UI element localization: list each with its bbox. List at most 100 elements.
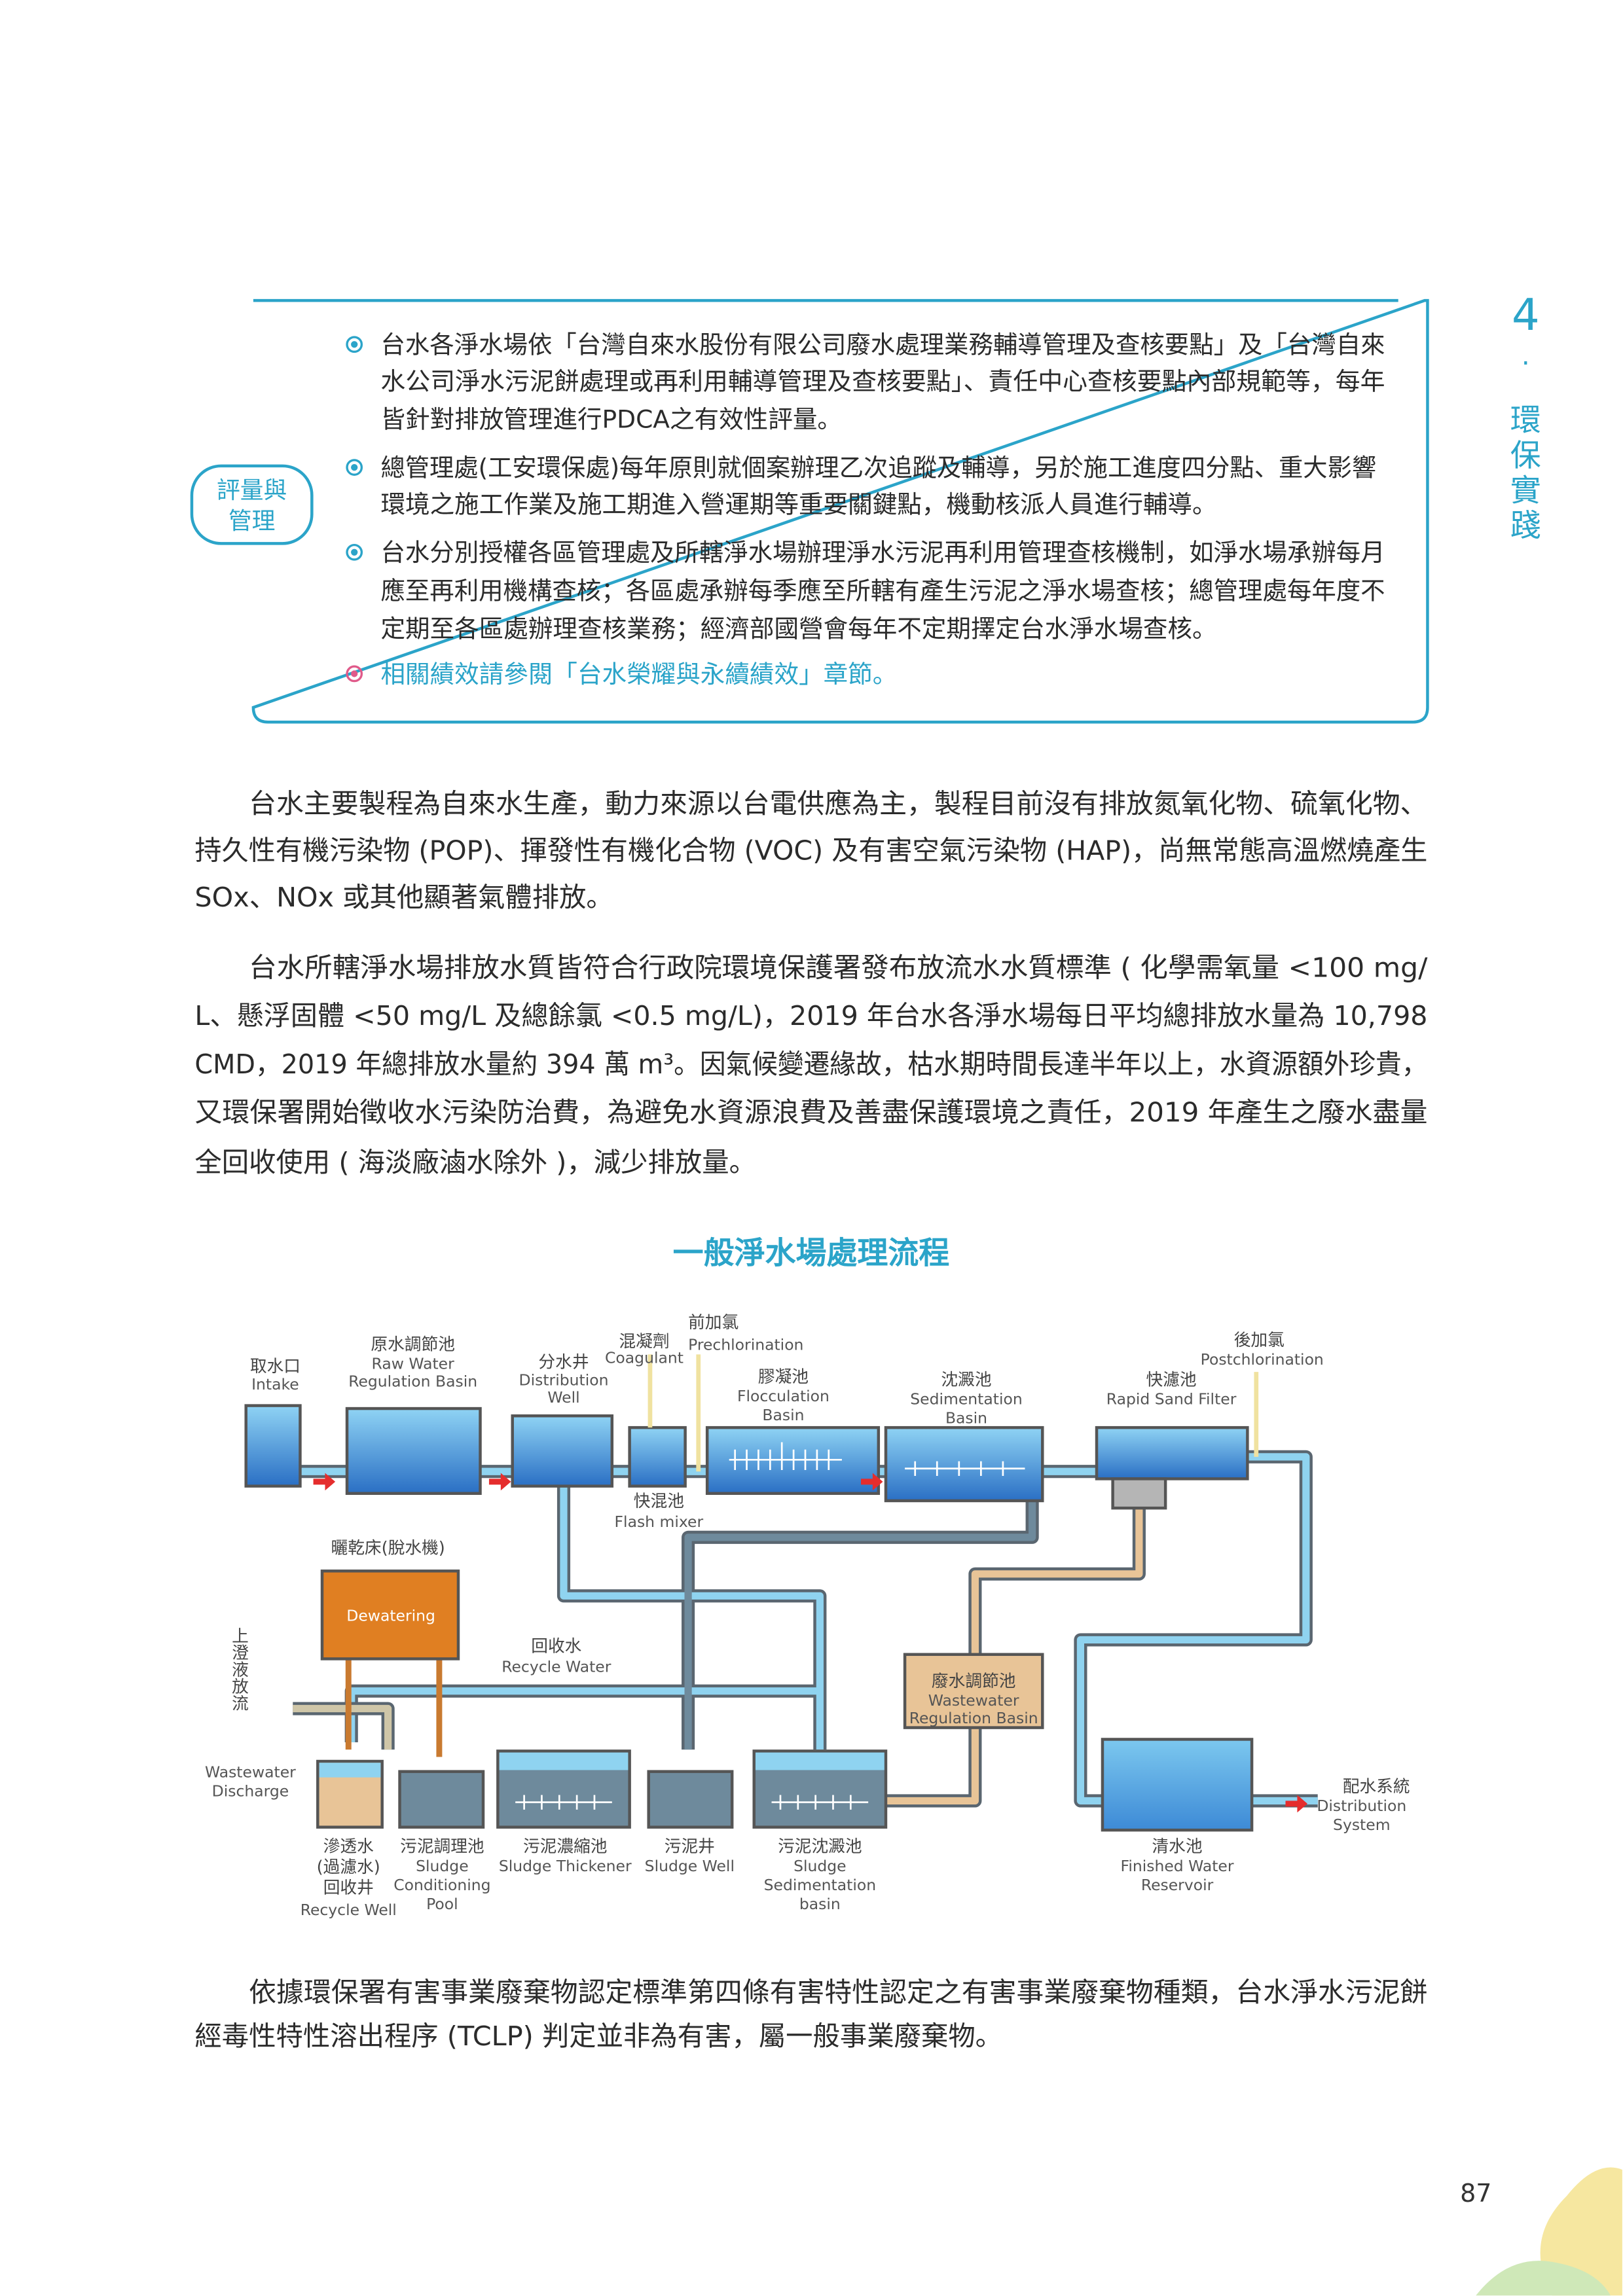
bullet-text: 皆針對排放管理進行PDCA之有效性評量。 <box>380 405 842 434</box>
side-chapter: 4 · 環 保 實 踐 <box>1510 289 1541 544</box>
label-sludge-conditioning-en: Conditioning <box>393 1876 490 1894</box>
chapter-title-char: 實 <box>1510 473 1541 509</box>
label-distribution-well: 分水井 <box>538 1352 589 1372</box>
box-label: 評量與 <box>217 477 287 504</box>
label-postchlorination-en: Postchlorination <box>1201 1350 1324 1369</box>
bullet-icon <box>346 543 363 561</box>
label-wastewater-regulation-en: Regulation Basin <box>909 1709 1038 1727</box>
label-finished-water-en: Reservoir <box>1141 1876 1214 1894</box>
sludge-conditioning-tank <box>398 1770 485 1829</box>
label-coagulant-en: Coagulant <box>605 1349 684 1367</box>
rapid-sand-filter <box>1095 1426 1249 1480</box>
label-sludge-sedimentation-en: Sludge <box>793 1857 847 1875</box>
label-wastewater-regulation: 廢水調節池 <box>932 1672 1016 1691</box>
label-wastewater-regulation-en: Wastewater <box>928 1691 1019 1710</box>
label-recycle-water-en: Recycle Water <box>501 1658 611 1676</box>
label-recycle-well: (過濾水) <box>317 1857 380 1877</box>
label-distribution-system-en: System <box>1333 1816 1391 1834</box>
label-distribution-well-en: Distribution <box>519 1371 609 1389</box>
label-flash-mixer: 快混池 <box>634 1492 684 1511</box>
bullet-text: 台水各淨水場依「台灣自來水股份有限公司廢水處理業務輔導管理及查核要點」及「台灣自… <box>380 331 1385 359</box>
label-intake: 取水口 <box>250 1357 301 1376</box>
label-distribution-system: 配水系統 <box>1343 1777 1410 1797</box>
paragraph-line: 依據環保署有害事業廢棄物認定標準第四條有害特性認定之有害事業廢棄物種類，台水淨水… <box>249 1977 1427 2008</box>
paragraph-line: 台水主要製程為自來水生產，動力來源以台電供應為主，製程目前沒有排放氮氧化物、硫氧… <box>249 788 1427 819</box>
chapter-dot: · <box>1522 349 1530 379</box>
bullet-text: 環境之施工作業及施工期進入營運期等重要關鍵點，機動核派人員進行輔導。 <box>380 490 1216 518</box>
related-link[interactable]: 相關績效請參閱「台水榮耀與永續績效」章節。 <box>380 660 897 689</box>
box-label-pill <box>190 464 314 545</box>
label-prechlorination-en: Prechlorination <box>688 1336 803 1354</box>
box-label: 管理 <box>228 508 276 535</box>
label-recycle-well-en: Recycle Well <box>301 1901 397 1919</box>
label-raw-water-en: Regulation Basin <box>348 1372 477 1391</box>
bullet-text: 總管理處(工安環保處)每年原則就個案辦理乙次追蹤及輔導，另於施工進度四分點、重大… <box>380 454 1376 482</box>
bullet-icon <box>346 336 363 353</box>
label-finished-water: 清水池 <box>1152 1837 1202 1857</box>
label-wastewater-discharge: 上澄液放流 <box>229 1626 249 1711</box>
paragraph-line: 台水所轄淨水場排放水質皆符合行政院環境保護署發布放流水水質標準 ( 化學需氧量 … <box>249 952 1427 983</box>
bullet-text: 應至再利用機構查核；各區處承辦每季應至所轄有產生污泥之淨水場查核；總管理處每年度… <box>380 576 1385 605</box>
dewatering-unit <box>320 1570 460 1660</box>
intake-tank <box>244 1404 302 1488</box>
diffuser-icon <box>515 1442 1025 1810</box>
label-drying-bed: 曬乾床(脫水機) <box>331 1538 445 1558</box>
label-sludge-well-en: Sludge Well <box>645 1857 735 1875</box>
paragraph-line: 又環保署開始徵收水污染防治費，為避免水資源浪費及善盡保護環境之責任，2019 年… <box>194 1097 1427 1128</box>
diagram-labels: 取水口 Intake 原水調節池 Raw Water Regulation Ba… <box>205 1313 1410 1919</box>
label-flocculation-en: Flocculation <box>737 1387 830 1405</box>
label-sludge-conditioning-en: Sludge <box>416 1857 469 1875</box>
label-sludge-sedimentation-en: Sedimentation <box>764 1876 876 1894</box>
label-sludge-thickener-en: Sludge Thickener <box>499 1857 632 1875</box>
paragraph-1: 台水主要製程為自來水生產，動力來源以台電供應為主，製程目前沒有排放氮氧化物、硫氧… <box>194 788 1427 913</box>
paragraph-2: 台水所轄淨水場排放水質皆符合行政院環境保護署發布放流水水質標準 ( 化學需氧量 … <box>194 952 1427 1177</box>
label-raw-water: 原水調節池 <box>371 1335 455 1355</box>
paragraph-3: 依據環保署有害事業廢棄物認定標準第四條有害特性認定之有害事業廢棄物種類，台水淨水… <box>194 1977 1427 2052</box>
paragraph-line: L、懸浮固體 <50 mg/L 及總餘氯 <0.5 mg/L)，2019 年台水… <box>194 1000 1427 1031</box>
label-sludge-conditioning: 污泥調理池 <box>400 1837 484 1857</box>
bullet-icon <box>346 459 363 476</box>
distribution-well-tank <box>511 1414 614 1488</box>
bullet-text: 定期至各區處辦理查核業務；經濟部國營會每年不定期擇定台水淨水場查核。 <box>380 615 1216 643</box>
sludge-well-tank <box>647 1770 734 1829</box>
label-rapid-sand-filter: 快濾池 <box>1146 1370 1197 1390</box>
sedimentation-basin <box>884 1426 1044 1503</box>
paragraph-line: 經毒性特性溶出程序 (TCLP) 判定並非為有害，屬一般事業廢棄物。 <box>194 2020 1002 2052</box>
label-postchlorination: 後加氯 <box>1234 1331 1285 1350</box>
bullet-text: 台水分別授權各區管理處及所轄淨水場辦理淨水污泥再利用管理查核機制，如淨水場承辦每… <box>380 538 1385 567</box>
label-dewatering: Dewatering <box>346 1606 435 1624</box>
evaluation-box: 評量與 管理 台水各淨水場依「台灣自來水股份有限公司廢水處理業務輔導管理及查核要… <box>190 298 1429 724</box>
label-wastewater-discharge-en: Discharge <box>212 1782 289 1801</box>
label-recycle-well: 滲透水 <box>323 1837 374 1857</box>
label-sludge-thickener: 污泥濃縮池 <box>523 1837 608 1857</box>
label-wastewater-discharge-en: Wastewater <box>205 1763 296 1782</box>
flash-mixer-tank <box>628 1426 687 1488</box>
chapter-title-char: 環 <box>1510 403 1541 439</box>
diagram-title: 一般淨水場處理流程 <box>673 1236 950 1272</box>
bullet-icon <box>346 665 363 683</box>
label-sludge-conditioning-en: Pool <box>426 1895 458 1913</box>
label-sedimentation-en: Sedimentation <box>910 1390 1022 1408</box>
finished-water-reservoir <box>1101 1738 1254 1832</box>
paragraph-line: 全回收使用 ( 海淡廠滷水除外 )，減少排放量。 <box>194 1147 756 1178</box>
label-sedimentation: 沈澱池 <box>941 1370 991 1390</box>
bullet-text: 水公司淨水污泥餅處理或再利用輔導管理及查核要點」、責任中心查核要點內部規範等，每… <box>380 367 1385 396</box>
label-flash-mixer-en: Flash mixer <box>615 1513 704 1531</box>
label-flocculation-en: Basin <box>762 1406 804 1424</box>
label-raw-water-en: Raw Water <box>372 1355 455 1373</box>
raw-water-basin <box>345 1407 482 1496</box>
chapter-title-char: 踐 <box>1510 508 1541 544</box>
label-distribution-system-en: Distribution <box>1317 1797 1406 1815</box>
flow-diagram: 取水口 Intake 原水調節池 Raw Water Regulation Ba… <box>205 1313 1410 1919</box>
label-recycle-well: 回收井 <box>323 1878 374 1897</box>
label-coagulant: 混凝劑 <box>619 1332 669 1352</box>
flow-arrow-icons <box>313 1473 1308 1813</box>
label-sludge-well: 污泥井 <box>665 1837 715 1857</box>
chapter-number: 4 <box>1512 289 1540 340</box>
label-rapid-sand-filter-en: Rapid Sand Filter <box>1106 1390 1237 1408</box>
chapter-title-char: 保 <box>1510 438 1541 474</box>
page-number: 87 <box>1460 2179 1491 2208</box>
paragraph-line: CMD，2019 年總排放水量約 394 萬 m³。因氣候變遷緣故，枯水期時間長… <box>194 1049 1427 1080</box>
